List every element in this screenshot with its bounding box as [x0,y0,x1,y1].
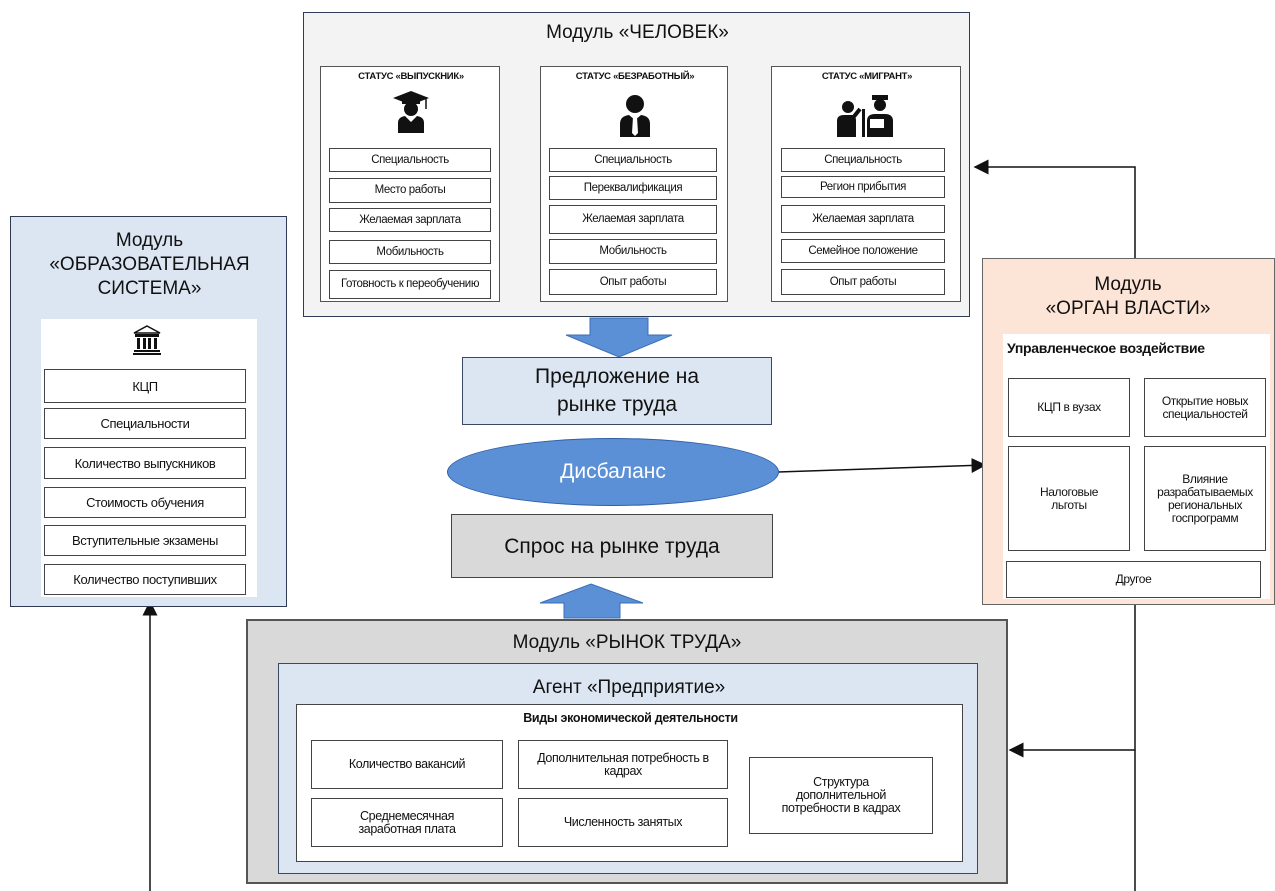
unemployed-item: Опыт работы [549,269,717,295]
education-title-line1: Модуль [115,230,184,251]
authority-item: Влияние разрабатываемых региональных гос… [1144,446,1266,551]
authority-subtitle: Управленческое воздействие [1007,340,1205,356]
unemployed-item: Мобильность [549,239,717,264]
graduate-item: Специальность [329,148,491,172]
block-arrow-human-to-supply [565,317,673,358]
education-item: КЦП [44,369,246,403]
labor-item: Дополнительная потребность в кадрах [518,740,728,789]
graduate-icon [393,91,429,133]
education-item: Вступительные экзамены [44,525,246,556]
labor-item: Количество вакансий [311,740,503,789]
human-module-title: Модуль «ЧЕЛОВЕК» [546,22,729,43]
activity-title: Виды экономической деятельности [523,711,738,725]
authority-title-line2: «ОРГАН ВЛАСТИ» [1045,298,1211,319]
education-item: Количество выпускников [44,447,246,479]
education-item: Стоимость обучения [44,487,246,518]
human-module: Модуль «ЧЕЛОВЕК» СТАТУС «ВЫПУСКНИК» Спец… [303,12,970,317]
migrant-item: Семейное положение [781,239,945,263]
authority-item: Другое [1006,561,1261,598]
labor-module-title: Модуль «РЫНОК ТРУДА» [512,632,742,653]
education-item: Специальности [44,408,246,439]
arrow-authority-to-labor [1008,605,1136,758]
labor-item: Среднемесячная заработная плата [311,798,503,847]
demand-box: Спрос на рынке труда [451,514,773,578]
migrant-status-title: СТАТУС «МИГРАНТ» [821,71,913,82]
migrant-icon [837,95,893,137]
imbalance-label: Дисбаланс [560,460,666,483]
unemployed-item: Переквалификация [549,176,717,200]
graduate-item: Желаемая зарплата [329,208,491,232]
arrow-authority-to-human [973,159,1136,262]
authority-title-line1: Модуль [1094,274,1162,295]
migrant-item: Специальность [781,148,945,172]
block-arrow-labor-to-demand [539,583,644,619]
graduate-item: Мобильность [329,240,491,264]
arrow-imbalance-to-authority [777,457,987,473]
authority-item: Налоговые льготы [1008,446,1130,551]
unemployed-item: Желаемая зарплата [549,205,717,234]
authority-item: КЦП в вузах [1008,378,1130,437]
migrant-item: Желаемая зарплата [781,205,945,233]
migrant-item: Опыт работы [781,269,945,295]
labor-item: Численность занятых [518,798,728,847]
authority-item: Открытие новых специальностей [1144,378,1266,437]
supply-box: Предложение на рынке труда [462,357,772,425]
migrant-item: Регион прибытия [781,176,945,198]
imbalance-ellipse: Дисбаланс [447,438,779,506]
labor-item: Структура дополнительной потребности в к… [749,757,933,834]
graduate-item: Готовность к переобучению [329,270,491,299]
agent-title: Агент «Предприятие» [532,677,726,698]
unemployed-status-title: СТАТУС «БЕЗРАБОТНЫЙ» [575,71,695,82]
university-icon [133,325,161,355]
unemployed-icon [620,95,650,137]
education-title-line2: «ОБРАЗОВАТЕЛЬНАЯ [49,254,250,275]
education-item: Количество поступивших [44,564,246,595]
education-title-line3: СИСТЕМА» [97,278,202,299]
unemployed-item: Специальность [549,148,717,172]
graduate-item: Место работы [329,178,491,203]
graduate-status-title: СТАТУС «ВЫПУСКНИК» [358,71,464,82]
